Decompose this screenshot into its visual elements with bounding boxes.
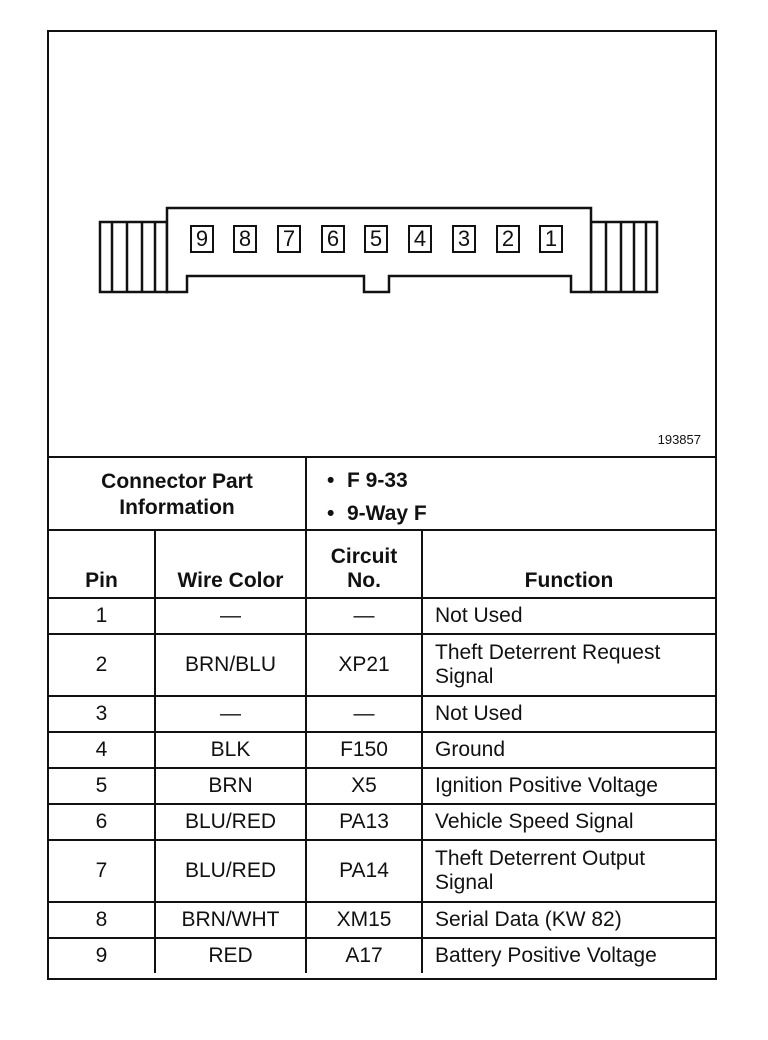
header-circuit: Circuit No. bbox=[305, 529, 423, 599]
info-label: Connector Part Information bbox=[49, 458, 307, 531]
function-cell: Vehicle Speed Signal bbox=[421, 803, 715, 841]
circuit-cell: XP21 bbox=[305, 633, 423, 697]
function-cell: Ground bbox=[421, 731, 715, 769]
wire-color-cell: BRN/WHT bbox=[154, 901, 307, 939]
pin-label-7: 7 bbox=[277, 225, 301, 253]
pin-cell: 6 bbox=[49, 803, 156, 841]
function-cell: Serial Data (KW 82) bbox=[421, 901, 715, 939]
table-row: 1——Not Used bbox=[49, 597, 715, 635]
table-header-row: Pin Wire Color Circuit No. Function bbox=[49, 529, 715, 599]
pin-label-2: 2 bbox=[496, 225, 520, 253]
function-cell: Theft Deterrent Output Signal bbox=[421, 839, 715, 903]
header-circuit-line1: Circuit bbox=[330, 545, 398, 568]
pin-label-5: 5 bbox=[364, 225, 388, 253]
pin-label-9: 9 bbox=[190, 225, 214, 253]
info-item: • F 9-33 bbox=[327, 464, 427, 497]
wire-color-cell: BLU/RED bbox=[154, 803, 307, 841]
pin-cell: 3 bbox=[49, 695, 156, 733]
pin-label-4: 4 bbox=[408, 225, 432, 253]
info-item-text: 9-Way F bbox=[347, 502, 427, 525]
header-circuit-line2: No. bbox=[347, 569, 381, 592]
info-label-line1: Connector Part bbox=[101, 469, 253, 493]
pin-cell: 4 bbox=[49, 731, 156, 769]
function-cell: Not Used bbox=[421, 597, 715, 635]
pin-cell: 8 bbox=[49, 901, 156, 939]
pin-label-8: 8 bbox=[233, 225, 257, 253]
wire-color-cell: — bbox=[154, 695, 307, 733]
header-wire-color: Wire Color bbox=[154, 529, 307, 599]
info-item: • 9-Way F bbox=[327, 497, 427, 530]
pin-cell: 5 bbox=[49, 767, 156, 805]
wire-color-cell: BLU/RED bbox=[154, 839, 307, 903]
function-cell: Ignition Positive Voltage bbox=[421, 767, 715, 805]
connector-sheet: 9 8 7 6 5 4 3 2 1 193857 Connector Part … bbox=[47, 30, 717, 980]
circuit-cell: — bbox=[305, 695, 423, 733]
bullet-icon: • bbox=[327, 502, 335, 525]
circuit-cell: PA14 bbox=[305, 839, 423, 903]
table-row: 3——Not Used bbox=[49, 695, 715, 733]
header-pin: Pin bbox=[49, 529, 156, 599]
info-label-line2: Information bbox=[119, 495, 235, 519]
connector-diagram: 9 8 7 6 5 4 3 2 1 193857 bbox=[49, 32, 715, 456]
pin-label-3: 3 bbox=[452, 225, 476, 253]
wire-color-cell: — bbox=[154, 597, 307, 635]
wire-color-cell: BLK bbox=[154, 731, 307, 769]
function-cell: Battery Positive Voltage bbox=[421, 937, 715, 973]
function-cell: Not Used bbox=[421, 695, 715, 733]
wire-color-cell: BRN/BLU bbox=[154, 633, 307, 697]
circuit-cell: X5 bbox=[305, 767, 423, 805]
header-function: Function bbox=[421, 529, 715, 599]
pin-table: Pin Wire Color Circuit No. Function 1——N… bbox=[49, 529, 715, 973]
info-item-text: F 9-33 bbox=[347, 469, 408, 492]
info-list: • F 9-33 • 9-Way F bbox=[327, 464, 427, 530]
circuit-cell: A17 bbox=[305, 937, 423, 973]
pin-label-1: 1 bbox=[539, 225, 563, 253]
connector-part-information: Connector Part Information • F 9-33 • 9-Wa… bbox=[49, 456, 715, 531]
pin-cell: 1 bbox=[49, 597, 156, 635]
wire-color-cell: BRN bbox=[154, 767, 307, 805]
pin-cell: 2 bbox=[49, 633, 156, 697]
pin-cell: 9 bbox=[49, 937, 156, 973]
pin-label-6: 6 bbox=[321, 225, 345, 253]
pin-cell: 7 bbox=[49, 839, 156, 903]
wire-color-cell: RED bbox=[154, 937, 307, 973]
function-cell: Theft Deterrent Request Signal bbox=[421, 633, 715, 697]
circuit-cell: XM15 bbox=[305, 901, 423, 939]
figure-number: 193857 bbox=[657, 432, 701, 447]
circuit-cell: — bbox=[305, 597, 423, 635]
bullet-icon: • bbox=[327, 469, 335, 492]
circuit-cell: F150 bbox=[305, 731, 423, 769]
circuit-cell: PA13 bbox=[305, 803, 423, 841]
